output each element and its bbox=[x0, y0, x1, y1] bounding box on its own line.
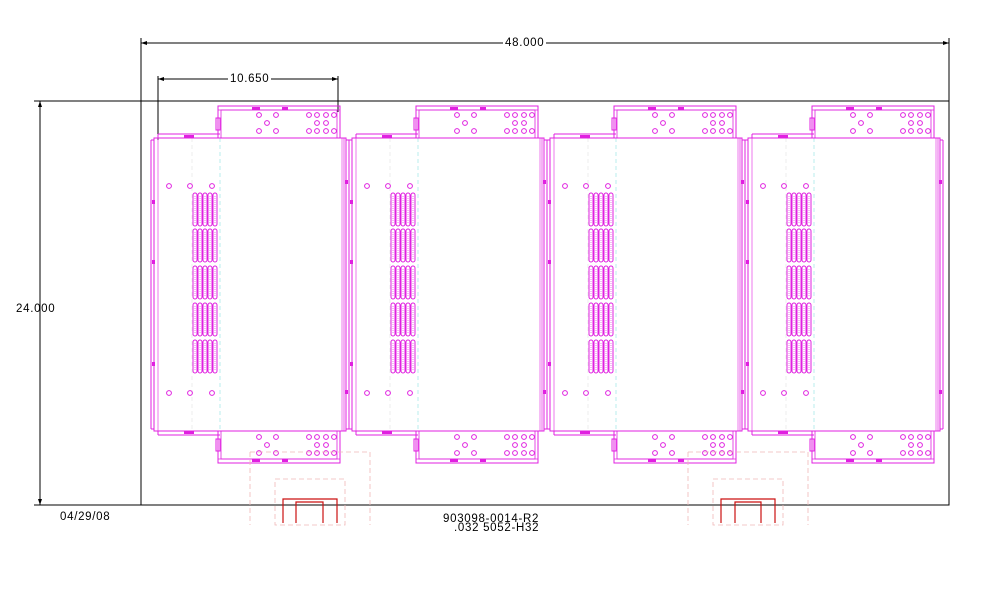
tab-hidden-lines bbox=[249, 451, 809, 526]
part-3 bbox=[547, 106, 745, 463]
part-2 bbox=[349, 106, 547, 463]
part-4 bbox=[745, 106, 943, 463]
part-1 bbox=[151, 106, 349, 463]
dimension-overall-height bbox=[34, 100, 141, 506]
tab-left bbox=[282, 498, 338, 523]
sheet-outline bbox=[140, 100, 950, 506]
tab-right bbox=[720, 498, 776, 523]
dimension-overall-width bbox=[140, 38, 950, 101]
